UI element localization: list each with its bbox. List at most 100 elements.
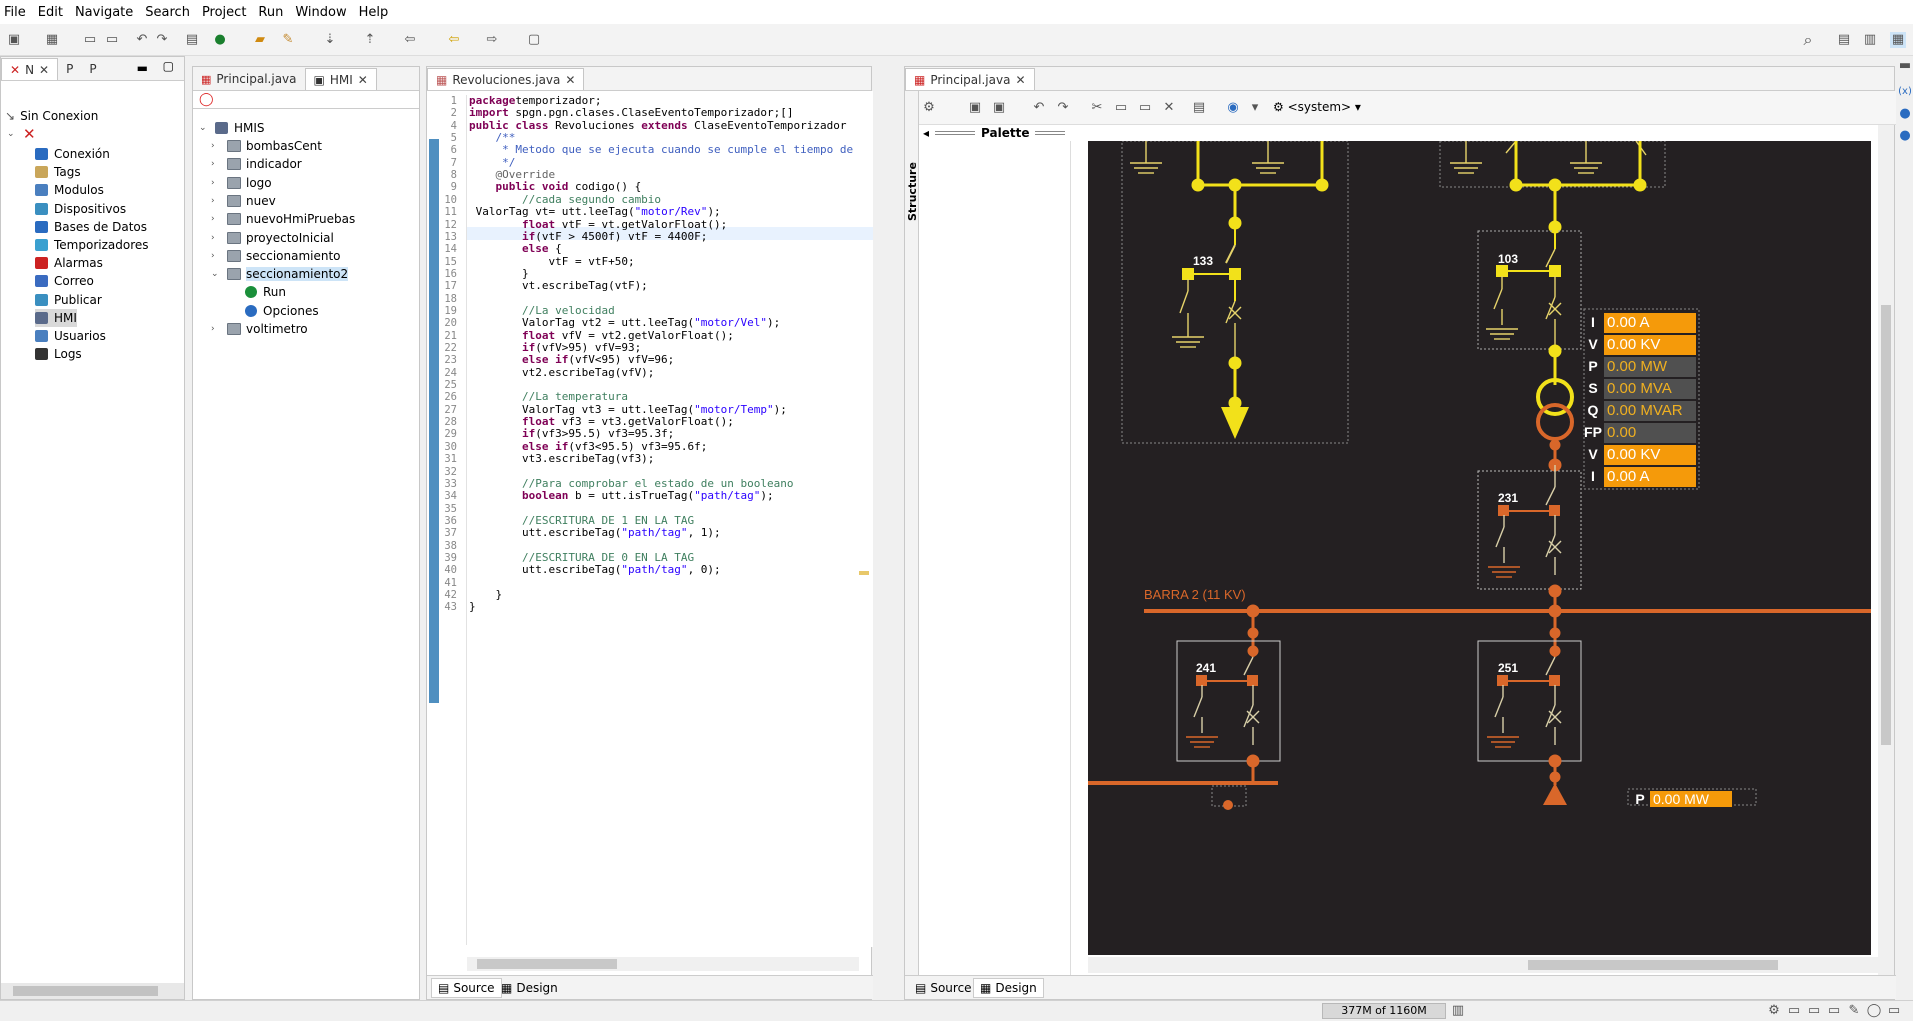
menu-help[interactable]: Help bbox=[359, 5, 389, 20]
tab-principal-java[interactable]: ▦Principal.java bbox=[193, 68, 305, 90]
expressions-icon[interactable]: ● bbox=[1897, 128, 1913, 144]
menu-navigate[interactable]: Navigate bbox=[75, 5, 133, 20]
line-number: 42 bbox=[427, 589, 457, 601]
variables-icon[interactable]: (x) bbox=[1897, 84, 1913, 100]
maximize-icon[interactable]: ▢ bbox=[163, 59, 174, 73]
tab-source[interactable]: ▤Source bbox=[909, 978, 978, 998]
tab-navigator[interactable]: ✕N✕ bbox=[1, 58, 58, 80]
root-node[interactable]: ⌄✕ bbox=[7, 125, 36, 143]
structure-sidebar[interactable]: Structure bbox=[905, 91, 919, 975]
dropdown-icon[interactable]: ▾ bbox=[1247, 100, 1263, 116]
tab-project[interactable]: P bbox=[81, 58, 104, 80]
project-item[interactable]: ›seccionamiento bbox=[211, 247, 341, 265]
config-item[interactable]: Tags bbox=[35, 163, 81, 181]
menu-edit[interactable]: Edit bbox=[38, 5, 63, 20]
menu-search[interactable]: Search bbox=[145, 5, 190, 20]
perspective-icon[interactable]: ▥ bbox=[1862, 32, 1878, 48]
project-item[interactable]: ⌄seccionamiento2 bbox=[211, 265, 348, 283]
code-area[interactable]: 1packagetemporizador;2import spgn.pgn.cl… bbox=[427, 91, 873, 947]
refresh-icon[interactable]: ▣ bbox=[967, 100, 983, 116]
project-item[interactable]: ›nuev bbox=[211, 192, 276, 210]
config-item[interactable]: Bases de Datos bbox=[35, 218, 147, 236]
config-item[interactable]: Correo bbox=[35, 272, 94, 290]
test-icon[interactable]: ▤ bbox=[1191, 100, 1207, 116]
minimize-icon[interactable]: ▬ bbox=[137, 61, 148, 75]
tab-revoluciones-java[interactable]: ▦Revoluciones.java✕ bbox=[427, 68, 584, 90]
palette-header[interactable]: ◂Palette bbox=[923, 125, 1073, 141]
h-scrollbar[interactable] bbox=[1088, 957, 1878, 973]
project-item[interactable]: ›logo bbox=[211, 174, 272, 192]
project-label: seccionamiento2 bbox=[246, 267, 348, 281]
reload-icon[interactable]: ▣ bbox=[991, 100, 1007, 116]
project-item[interactable]: ›nuevoHmiPruebas bbox=[211, 210, 355, 228]
breakpoints-icon[interactable]: ● bbox=[1897, 106, 1913, 122]
config-item[interactable]: HMI bbox=[35, 309, 77, 327]
cut-icon[interactable]: ✂ bbox=[1089, 100, 1105, 116]
config-item[interactable]: Conexión bbox=[35, 145, 110, 163]
measure-label: S bbox=[1584, 380, 1602, 396]
back-icon[interactable]: ⇦ bbox=[402, 32, 418, 48]
config-item[interactable]: Temporizadores bbox=[35, 236, 149, 254]
tab-principal-design[interactable]: ▦Principal.java✕ bbox=[905, 68, 1035, 90]
redo-icon[interactable]: ↷ bbox=[154, 32, 170, 48]
properties-icon[interactable]: ⚙ bbox=[921, 100, 937, 116]
project-item[interactable]: ›proyectoInicial bbox=[211, 229, 334, 247]
look-and-feel-select[interactable]: ⚙ <system> ▾ bbox=[1273, 100, 1361, 114]
hmis-root[interactable]: ⌄HMIS bbox=[199, 119, 265, 137]
pin-icon[interactable]: ▢ bbox=[526, 32, 542, 48]
java-perspective-icon[interactable]: ▦ bbox=[1890, 32, 1906, 48]
hmi-canvas[interactable]: 133 103 231 241 251 BARRA 2 (11 KV) I0.0… bbox=[1088, 141, 1871, 955]
tab-design[interactable]: ▦Design bbox=[495, 978, 564, 998]
config-item[interactable]: Logs bbox=[35, 345, 82, 363]
line-number: 24 bbox=[427, 367, 457, 379]
prev-annotation-icon[interactable]: ⇡ bbox=[362, 32, 378, 48]
config-item[interactable]: Publicar bbox=[35, 291, 102, 309]
project-child[interactable]: Opciones bbox=[245, 302, 319, 320]
run-icon[interactable]: ● bbox=[212, 32, 228, 48]
config-item[interactable]: Dispositivos bbox=[35, 200, 126, 218]
redo-icon[interactable]: ↷ bbox=[1055, 100, 1071, 116]
project-item[interactable]: ›bombasCent bbox=[211, 137, 322, 155]
undo-icon[interactable]: ↶ bbox=[1031, 100, 1047, 116]
line-number: 14 bbox=[427, 243, 457, 255]
new-icon[interactable]: ▣ bbox=[6, 32, 22, 48]
menu-file[interactable]: File bbox=[4, 5, 26, 20]
minimize-icon[interactable]: ▬ bbox=[1897, 58, 1913, 74]
tools-icon[interactable]: ✎ bbox=[280, 32, 296, 48]
gc-icon[interactable]: ▥ bbox=[1450, 1003, 1466, 1019]
tab-package[interactable]: P bbox=[58, 58, 81, 80]
menu-project[interactable]: Project bbox=[202, 5, 246, 20]
paste-icon[interactable]: ▭ bbox=[1137, 100, 1153, 116]
h-scrollbar[interactable] bbox=[1, 983, 184, 999]
delete-icon[interactable]: ✕ bbox=[1161, 100, 1177, 116]
console-icon[interactable]: ▤ bbox=[184, 32, 200, 48]
stop-icon[interactable]: ◯ bbox=[199, 92, 214, 107]
open-folder-icon[interactable]: ▰ bbox=[252, 32, 268, 48]
copy-icon[interactable]: ▭ bbox=[1113, 100, 1129, 116]
config-item[interactable]: Usuarios bbox=[35, 327, 106, 345]
v-scrollbar[interactable] bbox=[1878, 125, 1894, 975]
new-folder-icon[interactable]: ▦ bbox=[44, 32, 60, 48]
tab-design[interactable]: ▦Design bbox=[973, 978, 1044, 998]
project-child[interactable]: Run bbox=[245, 283, 286, 301]
menu-window[interactable]: Window bbox=[295, 5, 346, 20]
h-scrollbar[interactable] bbox=[467, 957, 859, 971]
back-nav-icon[interactable]: ⇦ bbox=[446, 32, 462, 48]
save-icon[interactable]: ▭ bbox=[82, 32, 98, 48]
tab-hmi[interactable]: ▣HMI✕ bbox=[305, 68, 377, 90]
menu-run[interactable]: Run bbox=[258, 5, 283, 20]
globe-icon[interactable]: ◉ bbox=[1225, 100, 1241, 116]
heap-status[interactable]: 377M of 1160M bbox=[1322, 1003, 1446, 1019]
config-item[interactable]: Modulos bbox=[35, 181, 104, 199]
config-item[interactable]: Alarmas bbox=[35, 254, 103, 272]
forward-nav-icon[interactable]: ⇨ bbox=[484, 32, 500, 48]
tab-source[interactable]: ▤Source bbox=[431, 978, 502, 998]
undo-icon[interactable]: ↶ bbox=[134, 32, 150, 48]
project-item[interactable]: ›voltimetro bbox=[211, 320, 308, 338]
open-perspective-icon[interactable]: ▤ bbox=[1836, 32, 1852, 48]
project-label: seccionamiento bbox=[246, 249, 341, 263]
next-annotation-icon[interactable]: ⇣ bbox=[322, 32, 338, 48]
search-icon[interactable]: ⌕ bbox=[1800, 32, 1816, 48]
save-all-icon[interactable]: ▭ bbox=[104, 32, 120, 48]
project-item[interactable]: ›indicador bbox=[211, 155, 302, 173]
